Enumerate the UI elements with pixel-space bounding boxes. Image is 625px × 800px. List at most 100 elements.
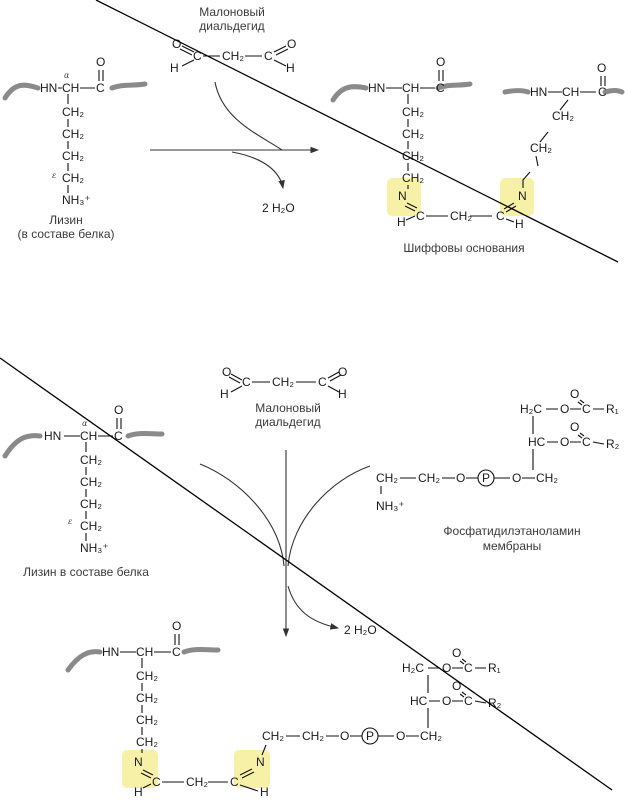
atom-ch2: CH₂ [136, 691, 158, 705]
atom-h: H [170, 61, 179, 75]
bottom-lysine: HN α CH C O CH₂ CH₂ CH₂ ε CH₂ NH₃⁺ Лизин… [2, 403, 165, 579]
protein-chain [181, 647, 221, 655]
top-schiff-base-product: HN CH C O CH₂ CH₂ CH₂ CH₂ N C H CH₂ C H … [330, 55, 625, 255]
atom-nh3plus: NH₃⁺ [62, 193, 91, 207]
protein-chain [125, 431, 165, 439]
atom-r1: R₁ [606, 402, 619, 416]
atom-o: O [560, 402, 569, 416]
atom-o: O [396, 729, 405, 743]
atom-h: H [134, 785, 143, 799]
bottom-reaction-arrows: 2 H₂O [199, 450, 377, 638]
top-malondialdehyde: Малоновый диальдегид O C H CH₂ C O H [170, 5, 296, 75]
bond-double [438, 70, 444, 81]
bottom-scheme: O C H CH₂ C O H Малоновый диальдегид HN … [2, 365, 620, 799]
atom-o: O [442, 694, 451, 708]
atom-o: O [597, 61, 606, 75]
atom-c: C [598, 85, 607, 99]
top-scheme: Малоновый диальдегид O C H CH₂ C O H HN … [2, 5, 625, 255]
highlight [500, 178, 534, 216]
bottom-malondialdehyde: O C H CH₂ C O H Малоновый диальдегид [220, 365, 347, 429]
atom-hn: HN [368, 81, 385, 95]
bond-double [600, 76, 606, 86]
atom-o: O [287, 37, 296, 51]
bottom-water-product: 2 H₂O [344, 623, 377, 637]
atom-c: C [582, 435, 591, 449]
protein-chain [109, 81, 148, 91]
atom-o: O [436, 55, 445, 69]
atom-ch2: CH₂ [420, 729, 442, 743]
atom-ch: CH [62, 81, 79, 95]
pe-in-arrow [287, 465, 371, 567]
atom-c: C [464, 661, 473, 675]
atom-o: O [570, 387, 579, 401]
protein-chain [435, 81, 473, 91]
atom-n: N [134, 755, 143, 769]
atom-ch: CH [136, 645, 153, 659]
bond [535, 155, 539, 167]
atom-c: C [464, 694, 473, 708]
top-lysine-caption-line1: Лизин [49, 213, 82, 227]
bond-double [459, 691, 467, 698]
atom-ch: CH [562, 85, 579, 99]
atom-nh3plus: NH₃⁺ [376, 499, 405, 513]
protein-chain [602, 88, 625, 95]
atom-ch2: CH₂ [80, 453, 102, 467]
strike-line [0, 357, 613, 791]
bond-double [98, 70, 104, 81]
bottom-adduct-product: HN CH C O CH₂ CH₂ CH₂ CH₂ N C H CH₂ C H … [65, 619, 502, 799]
phosphatidylethanolamine: H₂C O C R₁ O HC O C R₂ O CH₂ CH₂ O P O C… [376, 387, 620, 553]
atom-ch2: CH₂ [80, 519, 102, 533]
atom-ch2: CH₂ [222, 49, 244, 63]
atom-hn: HN [40, 81, 57, 95]
atom-ch2: CH₂ [536, 471, 558, 485]
protein-chain [65, 649, 103, 673]
atom-o: O [172, 37, 181, 51]
atom-c: C [264, 49, 273, 63]
atom-o: O [96, 55, 105, 69]
atom-hn: HN [44, 429, 61, 443]
atom-ch2: CH₂ [262, 729, 284, 743]
top-product-caption: Шиффовы основания [403, 241, 524, 255]
bond [539, 131, 549, 143]
lysine-in-arrow [199, 463, 285, 567]
bond-double [404, 202, 418, 212]
highlight [387, 178, 421, 216]
atom-ch2: CH₂ [62, 127, 84, 141]
atom-p: P [366, 729, 374, 743]
bond-double [116, 418, 122, 429]
atom-r2: R₂ [488, 696, 502, 710]
bond [559, 99, 569, 111]
atom-p: P [482, 471, 490, 485]
epsilon-label: ε [68, 517, 72, 526]
top-reagent-name-line1: Малоновый [199, 5, 265, 19]
pe-caption-line1: Фосфатидилэтаноламин [443, 524, 580, 538]
bond [505, 218, 515, 223]
atom-ch2: CH₂ [402, 171, 424, 185]
atom-ch: CH [402, 81, 419, 95]
atom-ch2: CH₂ [136, 735, 158, 749]
atom-h: H [220, 387, 229, 401]
alpha-label: α [64, 71, 70, 80]
atom-c: C [436, 81, 445, 95]
protein-chain [2, 433, 43, 459]
top-reaction-arrows: 2 H₂O [150, 81, 320, 215]
bond-double [577, 432, 585, 439]
protein-chain [2, 82, 41, 101]
atom-nh3plus: NH₃⁺ [80, 541, 109, 555]
bond [181, 59, 195, 67]
atom-ch2: CH₂ [552, 109, 574, 123]
atom-ch2: CH₂ [136, 713, 158, 727]
bond [429, 700, 487, 704]
atom-c: C [96, 81, 105, 95]
atom-ch2: CH₂ [530, 141, 552, 155]
bond [547, 441, 605, 445]
atom-o: O [452, 646, 461, 660]
bond-double [179, 45, 195, 56]
atom-h: H [260, 785, 269, 799]
atom-o: O [114, 403, 123, 417]
atom-r2: R₂ [606, 437, 620, 451]
bond [273, 59, 287, 67]
bond-double [228, 373, 243, 384]
atom-ch2: CH₂ [186, 775, 208, 789]
